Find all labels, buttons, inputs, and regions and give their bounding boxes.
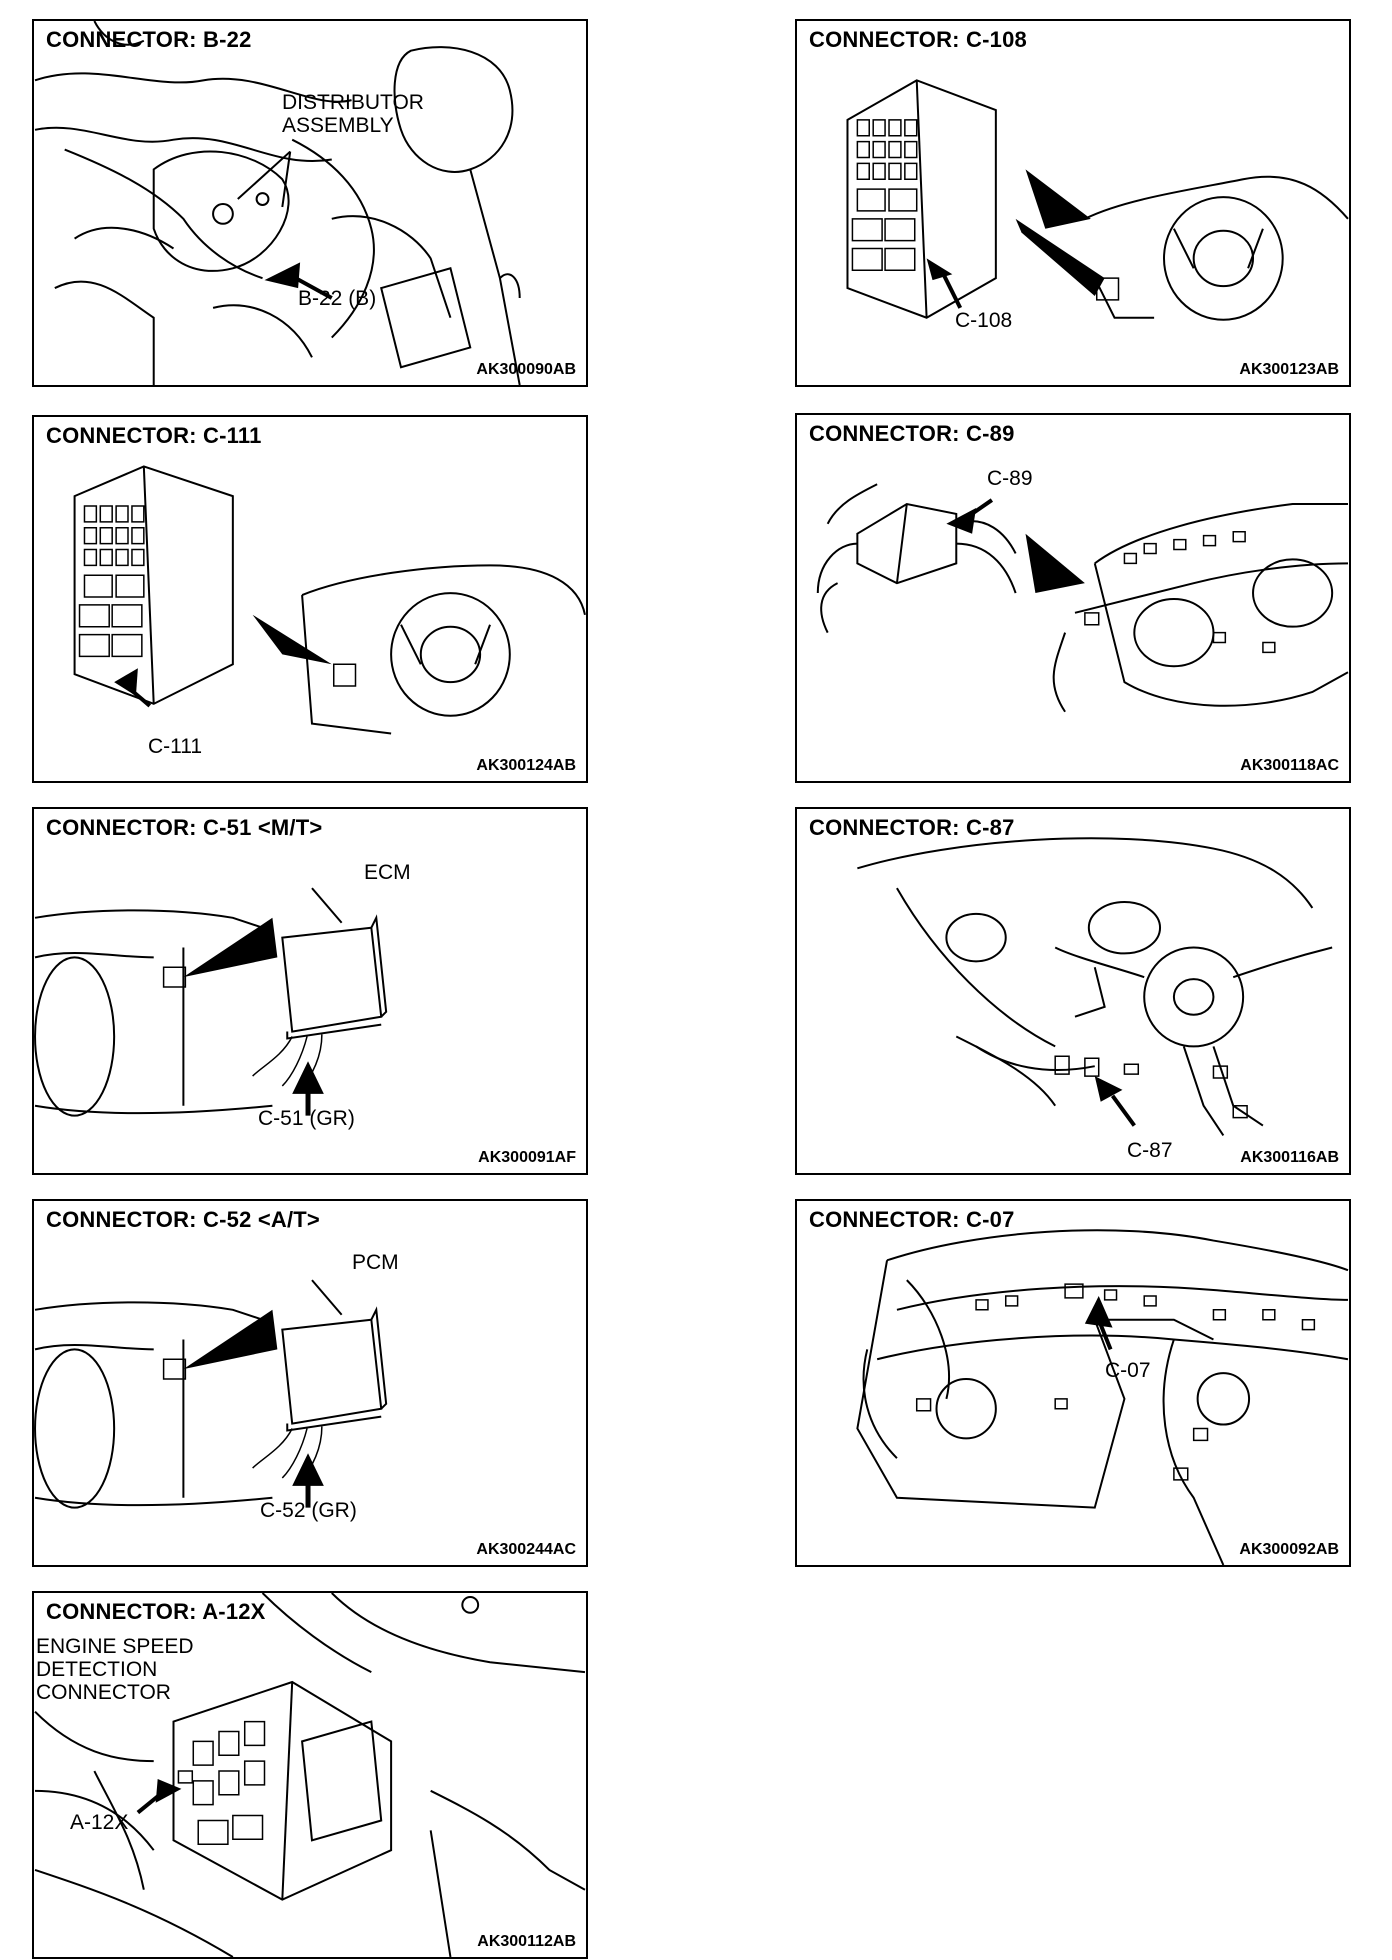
dash-harness-illustration: [797, 415, 1349, 781]
figure-code: AK300123AB: [1239, 361, 1339, 378]
connector-panel-c51: CONNECTOR: C-51 <M/T> ECM C-51 (GR) AK30…: [32, 807, 588, 1175]
connector-panel-b22: CONNECTOR: B-22 DISTRIBUTOR ASSEMBLY B-2…: [32, 19, 588, 387]
engine-speed-detection-connector-label: ENGINE SPEED DETECTION CONNECTOR: [36, 1635, 194, 1705]
c87-callout-label: C-87: [1127, 1139, 1173, 1162]
connector-panel-c07: CONNECTOR: C-07 C-07 AK300092AB: [795, 1199, 1351, 1567]
panel-title: CONNECTOR: C-87: [809, 815, 1015, 840]
figure-code: AK300244AC: [476, 1541, 576, 1558]
c52-callout-label: C-52 (GR): [260, 1499, 357, 1522]
c89-callout-label: C-89: [987, 467, 1033, 490]
figure-code: AK300112AB: [477, 1933, 576, 1950]
pcm-label: PCM: [352, 1251, 399, 1274]
b22-callout-label: B-22 (B): [298, 287, 377, 310]
junction-block-illustration: [797, 21, 1349, 385]
c51-callout-label: C-51 (GR): [258, 1107, 355, 1130]
figure-code: AK300091AF: [478, 1149, 576, 1166]
pcm-illustration: [34, 1201, 586, 1565]
a12x-callout-label: A-12X: [70, 1811, 129, 1834]
c108-callout-label: C-108: [955, 309, 1013, 332]
panel-title: CONNECTOR: C-111: [46, 423, 262, 448]
ecm-illustration: [34, 809, 586, 1173]
panel-title: CONNECTOR: C-07: [809, 1207, 1015, 1232]
steering-column-illustration: [797, 809, 1349, 1173]
connector-panel-c108: CONNECTOR: C-108 C-108 AK300123AB: [795, 19, 1351, 387]
distributor-assembly-label: DISTRIBUTOR ASSEMBLY: [282, 91, 424, 138]
figure-code: AK300090AB: [476, 361, 576, 378]
instrument-panel-harness-illustration: [797, 1201, 1349, 1565]
c07-callout-label: C-07: [1105, 1359, 1151, 1382]
figure-code: AK300116AB: [1240, 1149, 1339, 1166]
panel-title: CONNECTOR: C-89: [809, 421, 1015, 446]
panel-title: CONNECTOR: C-51 <M/T>: [46, 815, 323, 840]
engine-bay-illustration: [34, 1593, 586, 1957]
distributor-illustration: [34, 21, 586, 385]
connector-panel-c87: CONNECTOR: C-87 C-87 AK300116AB: [795, 807, 1351, 1175]
junction-block-illustration: [34, 417, 586, 781]
figure-code: AK300092AB: [1239, 1541, 1339, 1558]
ecm-label: ECM: [364, 861, 411, 884]
figure-code: AK300124AB: [476, 757, 576, 774]
figure-code: AK300118AC: [1240, 757, 1339, 774]
connector-panel-c111: CONNECTOR: C-111 C-111 AK300124AB: [32, 415, 588, 783]
c111-callout-label: C-111: [148, 735, 203, 758]
panel-title: CONNECTOR: C-52 <A/T>: [46, 1207, 320, 1232]
connector-panel-a12x: CONNECTOR: A-12X ENGINE SPEED DETECTION …: [32, 1591, 588, 1959]
panel-title: CONNECTOR: C-108: [809, 27, 1027, 52]
connector-panel-c52: CONNECTOR: C-52 <A/T> PCM C-52 (GR) AK30…: [32, 1199, 588, 1567]
panel-title: CONNECTOR: A-12X: [46, 1599, 266, 1624]
panel-title: CONNECTOR: B-22: [46, 27, 252, 52]
connector-panel-c89: CONNECTOR: C-89 C-89 AK300118AC: [795, 413, 1351, 783]
